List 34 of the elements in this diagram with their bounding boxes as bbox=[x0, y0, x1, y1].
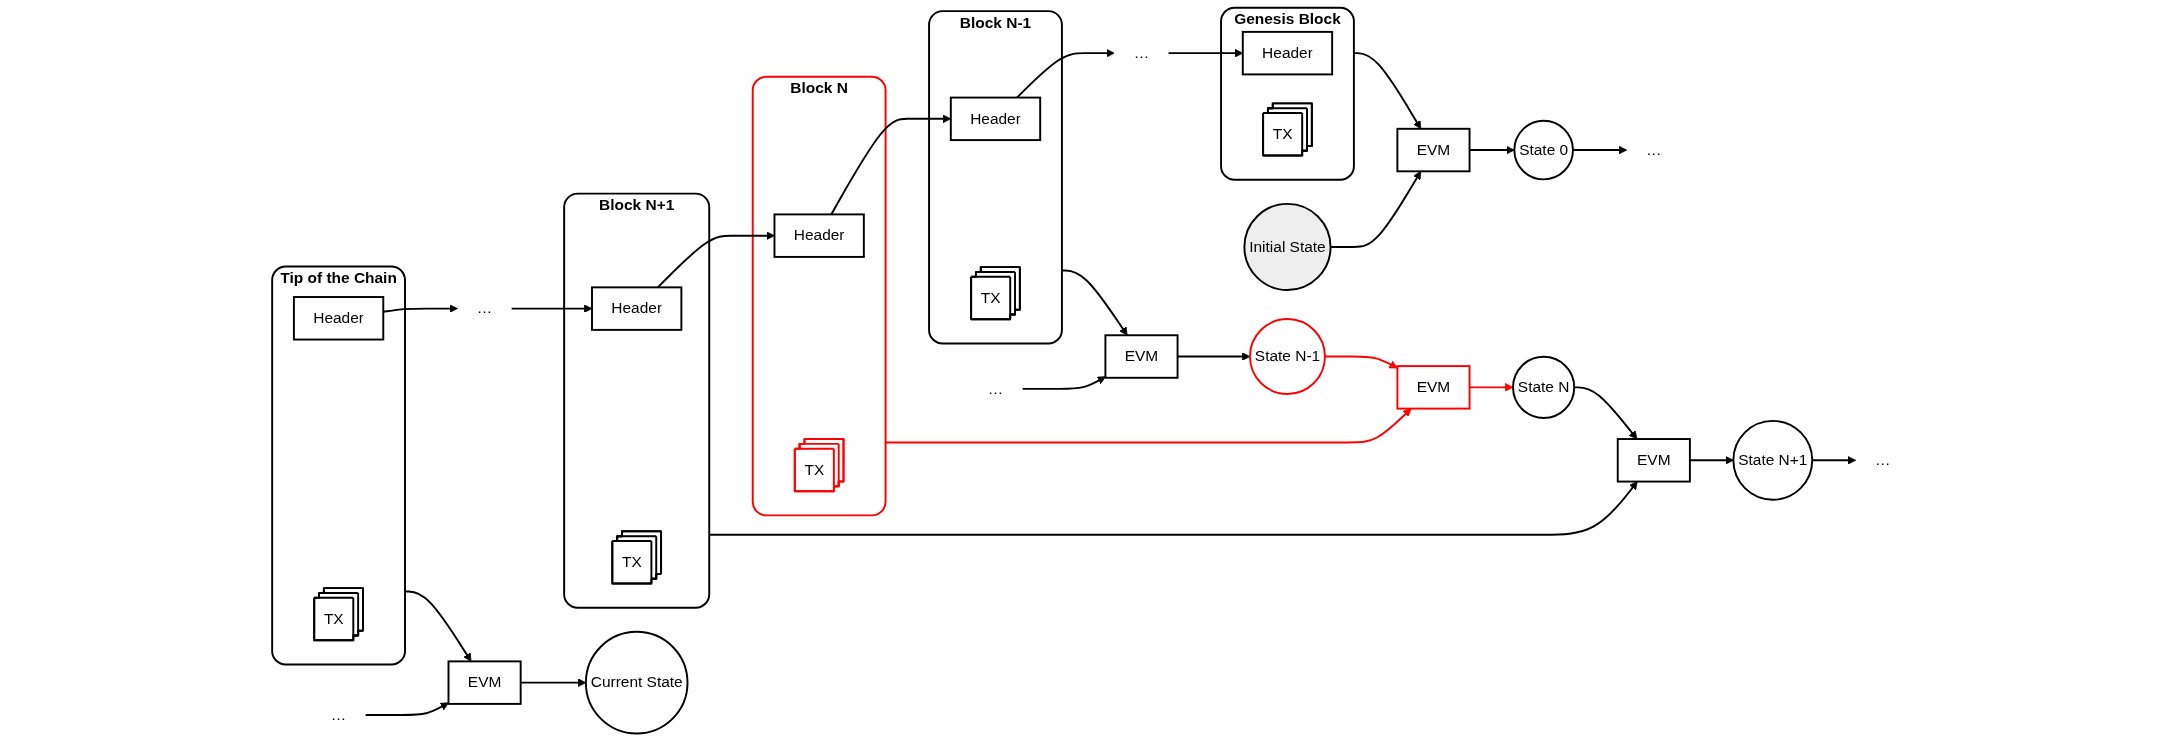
arrow bbox=[656, 231, 775, 289]
arrow bbox=[1021, 376, 1106, 390]
node-circle: State 0 bbox=[1513, 119, 1574, 181]
node-box: Header bbox=[773, 213, 865, 258]
node-circle: State N bbox=[1512, 355, 1576, 419]
arrow bbox=[364, 702, 449, 716]
arrow bbox=[1572, 145, 1628, 155]
arrow bbox=[1016, 48, 1115, 99]
node-box: EVM bbox=[1396, 365, 1471, 410]
arrow bbox=[1060, 269, 1128, 336]
node-text: … bbox=[476, 299, 493, 317]
arrow bbox=[510, 304, 593, 313]
node-box: Header bbox=[591, 286, 683, 331]
node-text: … bbox=[987, 380, 1004, 397]
arrow bbox=[884, 408, 1412, 444]
node-circle: Current State bbox=[584, 630, 689, 735]
node-text: … bbox=[330, 706, 347, 723]
node-box: EVM bbox=[1104, 334, 1179, 379]
node-box: EVM bbox=[1616, 438, 1691, 483]
node-box: Header bbox=[1241, 30, 1334, 76]
node-text: … bbox=[1133, 44, 1150, 61]
arrow bbox=[708, 481, 1638, 536]
node-circle: State N-1 bbox=[1249, 318, 1326, 395]
node-text: … bbox=[1646, 141, 1662, 158]
arrow bbox=[404, 590, 472, 662]
arrow bbox=[1352, 52, 1422, 130]
node-box: EVM bbox=[1396, 127, 1471, 173]
node-box: Header bbox=[949, 96, 1042, 142]
node-text: … bbox=[1875, 451, 1891, 469]
node-box: EVM bbox=[447, 660, 522, 705]
arrow bbox=[1324, 355, 1398, 369]
node-circle: State N+1 bbox=[1732, 419, 1814, 501]
node-circle: Initial State bbox=[1243, 202, 1332, 291]
node-box: Header bbox=[292, 296, 385, 341]
